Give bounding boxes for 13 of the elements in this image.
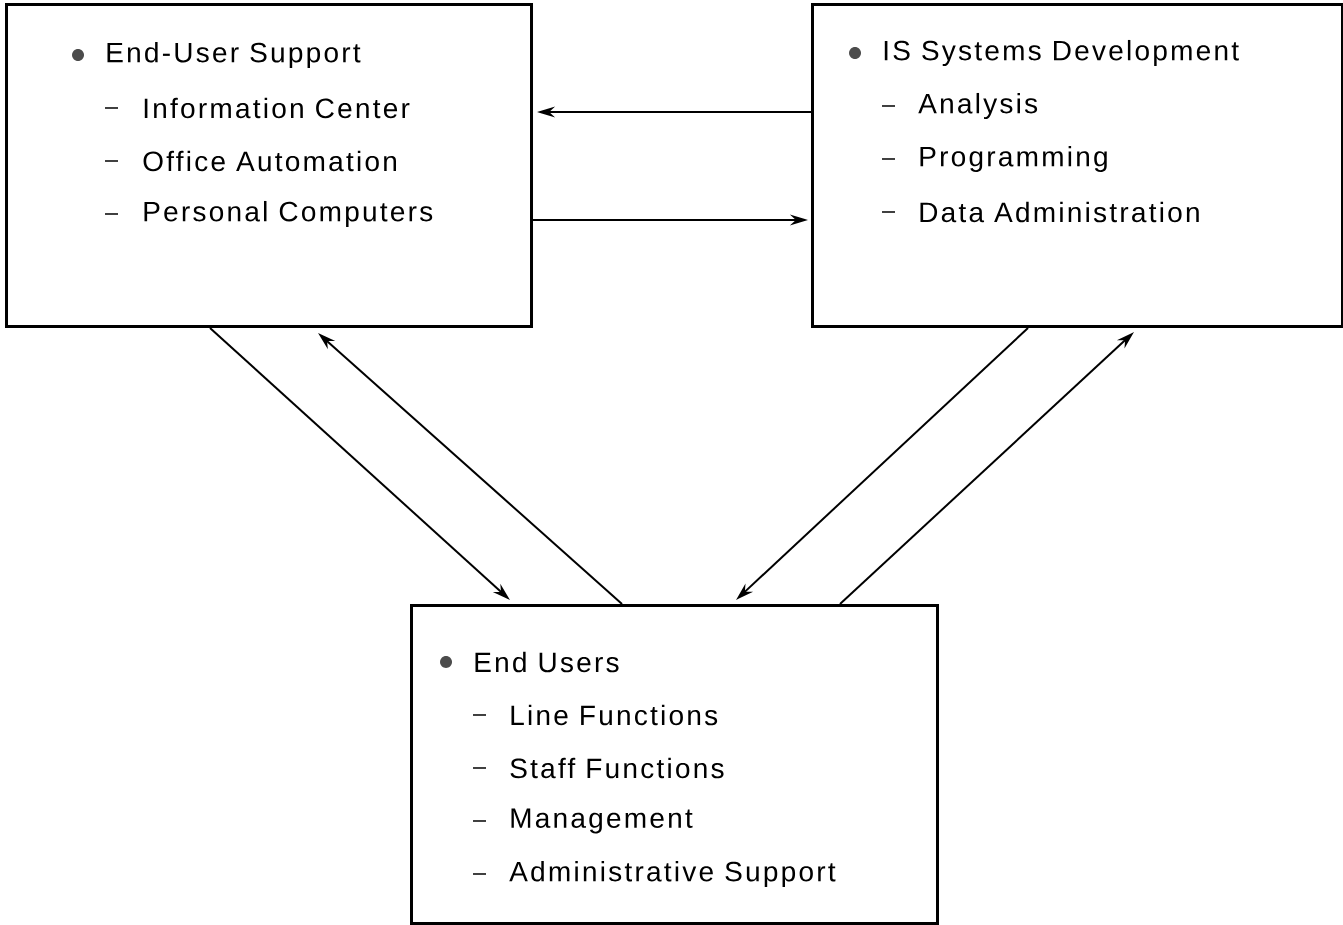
heading: End Users (475, 651, 619, 673)
list-item: Office Automation (143, 150, 396, 172)
heading: IS Systems Development (884, 39, 1239, 67)
list-item: Staff Functions (510, 757, 724, 779)
list-item: Management (511, 808, 693, 834)
list-item: Line Functions (511, 704, 718, 726)
list-item: Administrative Support (509, 860, 836, 888)
list-item: Information Center (144, 97, 410, 119)
list-item: Analysis (918, 92, 1038, 120)
list-item: Personal Computers (144, 200, 433, 228)
list-item: Data Administration (920, 201, 1199, 223)
list-item: Programming (920, 145, 1107, 173)
heading: End-User Support (107, 41, 361, 69)
